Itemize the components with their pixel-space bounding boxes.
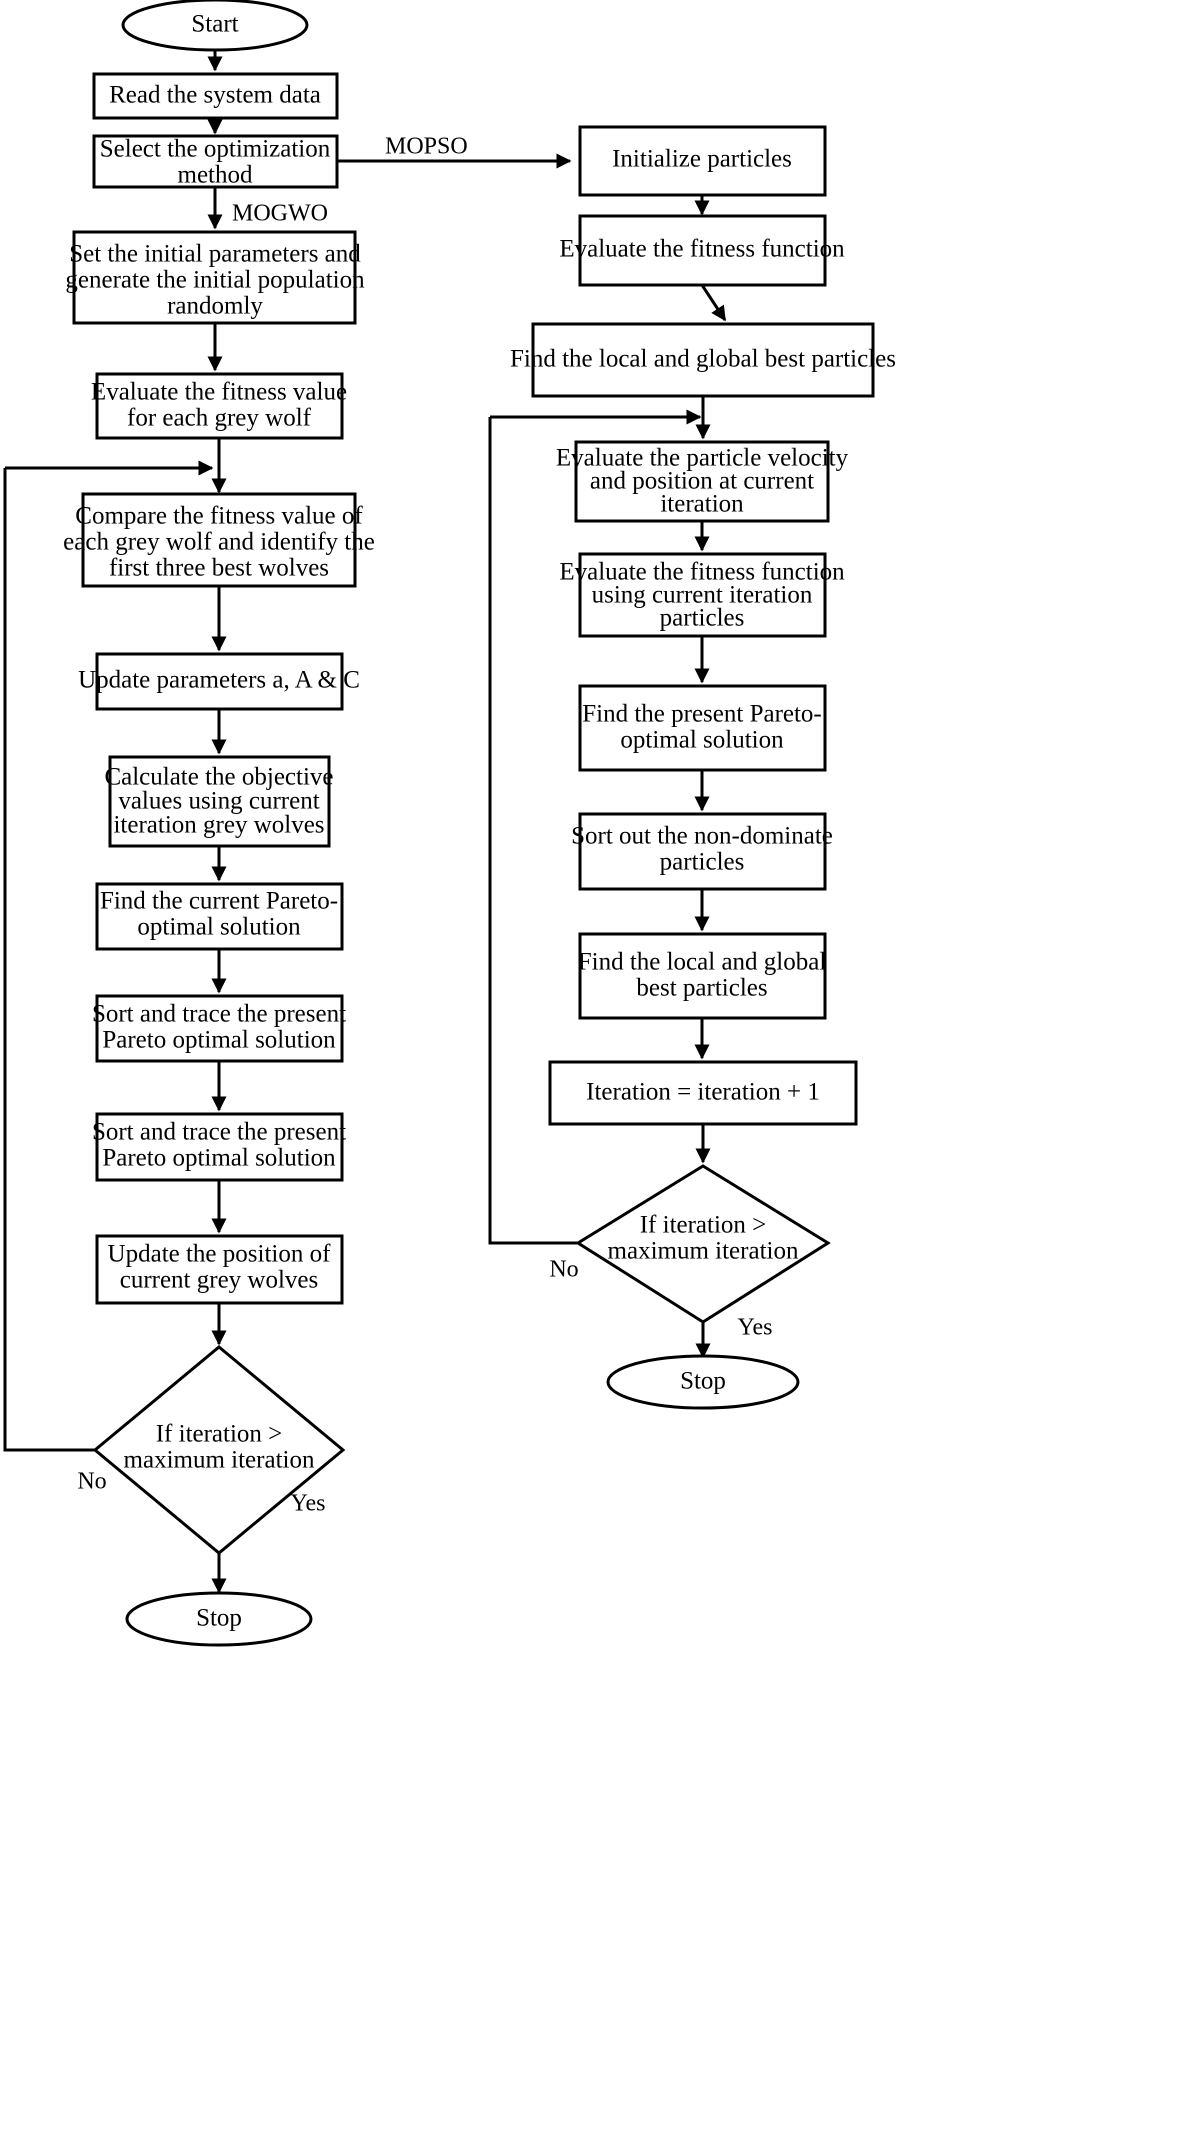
node-set-params: Set the initial parameters and generate … xyxy=(65,230,365,325)
node-calc-objectives-line-0: Calculate the objective xyxy=(104,764,333,791)
node-sort-trace-2: Sort and trace the present Pareto optima… xyxy=(92,1112,346,1182)
node-stop-right-label: Stop xyxy=(680,1368,726,1395)
node-eval-velocity-line-1: and position at current xyxy=(590,468,814,495)
node-find-best-particles-2-line-0: Find the local and global xyxy=(578,949,827,976)
node-find-best-particles-1: Find the local and global best particles xyxy=(510,322,896,398)
edge-left-no-loop xyxy=(3,468,95,1452)
node-calc-objectives-line-1: values using current xyxy=(118,788,319,815)
node-find-pareto: Find the current Pareto- optimal solutio… xyxy=(95,882,344,951)
edge-label-right-no: No xyxy=(549,1257,578,1283)
node-select-method-line-1: method xyxy=(178,162,253,189)
node-find-present-pareto-line-1: optimal solution xyxy=(620,727,784,754)
edge-label-mopso: MOPSO xyxy=(385,134,468,160)
node-sort-trace-2-line-0: Sort and trace the present xyxy=(92,1119,346,1146)
node-stop-left-label: Stop xyxy=(196,1605,242,1632)
node-init-particles: Initialize particles xyxy=(578,125,827,197)
node-compare-fitness: Compare the fitness value of each grey w… xyxy=(63,492,375,588)
node-eval-fitness-wolf-line-0: Evaluate the fitness value xyxy=(91,379,347,406)
node-start: Start xyxy=(121,0,309,52)
node-eval-fitness-fn: Evaluate the fitness function xyxy=(559,214,845,287)
node-init-particles-line-0: Initialize particles xyxy=(612,146,792,173)
node-find-best-particles-2-line-1: best particles xyxy=(636,975,767,1002)
node-update-params-line-0: Update parameters a, A & C xyxy=(78,667,360,694)
node-read-data: Read the system data xyxy=(92,72,339,120)
node-find-pareto-line-1: optimal solution xyxy=(137,914,301,941)
node-eval-velocity: Evaluate the particle velocity and posit… xyxy=(556,440,849,523)
edge-label-left-no: No xyxy=(77,1469,106,1495)
node-update-params: Update parameters a, A & C xyxy=(78,652,360,711)
node-eval-velocity-line-0: Evaluate the particle velocity xyxy=(556,445,849,472)
node-find-best-particles-1-line-0: Find the local and global best particles xyxy=(510,346,896,373)
node-read-data-line-0: Read the system data xyxy=(109,82,321,109)
node-stop-left: Stop xyxy=(125,1591,313,1647)
node-select-method-line-0: Select the optimization xyxy=(100,136,331,163)
node-sort-trace-1-line-1: Pareto optimal solution xyxy=(102,1027,336,1054)
node-sort-trace-1-line-0: Sort and trace the present xyxy=(92,1001,346,1028)
node-find-present-pareto-line-0: Find the present Pareto- xyxy=(582,701,822,728)
node-update-position-line-1: current grey wolves xyxy=(120,1267,319,1294)
node-eval-fitness-wolf-line-1: for each grey wolf xyxy=(127,405,312,432)
node-eval-velocity-line-2: iteration xyxy=(660,491,744,518)
node-stop-right: Stop xyxy=(606,1354,800,1410)
edge-evalfitness-to-findbest1 xyxy=(700,284,727,322)
edge-right-no-loop xyxy=(488,417,578,1245)
node-eval-fitness-current-line-2: particles xyxy=(660,605,745,632)
node-find-best-particles-2: Find the local and global best particles xyxy=(578,932,827,1020)
node-sort-nondominate-line-0: Sort out the non-dominate xyxy=(571,823,833,850)
node-eval-fitness-fn-line-0: Evaluate the fitness function xyxy=(559,236,845,263)
node-sort-nondominate: Sort out the non-dominate particles xyxy=(571,812,833,891)
node-compare-fitness-line-1: each grey wolf and identify the xyxy=(63,529,375,556)
node-iteration-increment-line-0: Iteration = iteration + 1 xyxy=(586,1079,820,1106)
node-eval-fitness-current: Evaluate the fitness function using curr… xyxy=(559,552,845,638)
node-decision-left-line-0: If iteration > xyxy=(156,1421,283,1448)
node-calc-objectives-line-2: iteration grey wolves xyxy=(113,812,324,839)
edge-label-right-yes: Yes xyxy=(738,1315,773,1341)
node-set-params-line-0: Set the initial parameters and xyxy=(69,241,361,268)
node-iteration-increment: Iteration = iteration + 1 xyxy=(548,1060,858,1126)
node-set-params-line-2: randomly xyxy=(167,293,263,320)
node-calc-objectives: Calculate the objective values using cur… xyxy=(104,755,334,848)
node-decision-right: If iteration > maximum iteration xyxy=(575,1164,831,1324)
node-update-position: Update the position of current grey wolv… xyxy=(95,1234,344,1305)
edge-label-left-yes: Yes xyxy=(291,1491,326,1517)
node-compare-fitness-line-2: first three best wolves xyxy=(109,555,329,582)
node-sort-trace-1: Sort and trace the present Pareto optima… xyxy=(92,994,346,1063)
node-compare-fitness-line-0: Compare the fitness value of xyxy=(75,503,363,530)
node-start-label: Start xyxy=(191,11,238,38)
node-decision-right-line-1: maximum iteration xyxy=(608,1238,799,1265)
node-eval-fitness-wolf: Evaluate the fitness value for each grey… xyxy=(91,372,347,440)
node-decision-left-line-1: maximum iteration xyxy=(124,1447,315,1474)
node-set-params-line-1: generate the initial population xyxy=(65,267,365,294)
node-select-method: Select the optimization method xyxy=(92,134,339,189)
node-decision-right-line-0: If iteration > xyxy=(640,1212,767,1239)
node-eval-fitness-current-line-1: using current iteration xyxy=(592,582,813,609)
node-sort-nondominate-line-1: particles xyxy=(660,849,745,876)
edge-label-mogwo: MOGWO xyxy=(232,201,328,227)
node-find-present-pareto: Find the present Pareto- optimal solutio… xyxy=(578,684,827,772)
node-eval-fitness-current-line-0: Evaluate the fitness function xyxy=(559,559,845,586)
node-find-pareto-line-0: Find the current Pareto- xyxy=(100,888,338,915)
node-sort-trace-2-line-1: Pareto optimal solution xyxy=(102,1145,336,1172)
node-update-position-line-0: Update the position of xyxy=(108,1241,332,1268)
node-decision-left: If iteration > maximum iteration xyxy=(92,1345,346,1555)
